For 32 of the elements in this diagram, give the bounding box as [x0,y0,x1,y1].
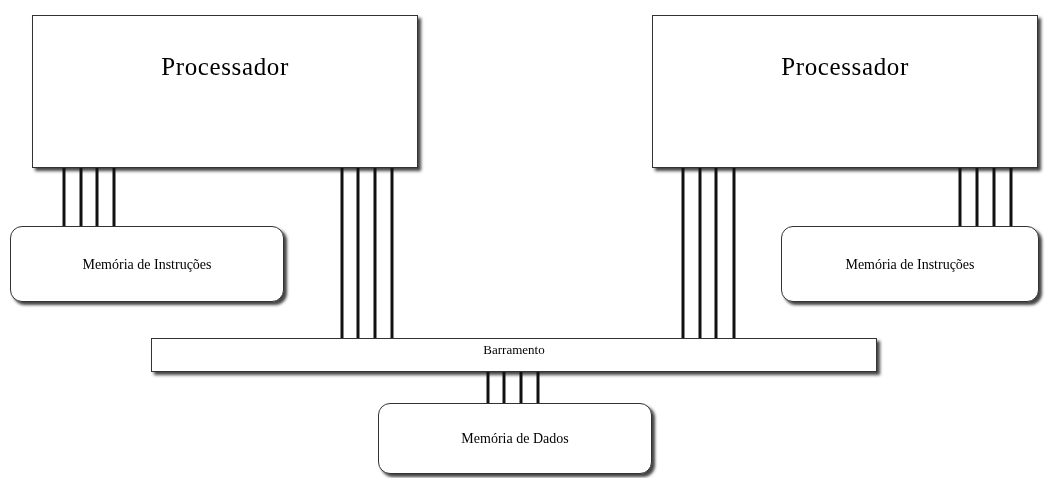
bus-line [992,168,996,226]
node-label: Processador [161,52,289,82]
bus-line [975,168,979,226]
bus-line [486,372,490,403]
bus-line [340,168,344,338]
bus-line [373,168,377,338]
memory-box [781,226,1039,302]
bus-line [79,168,83,226]
bus-line [95,168,99,226]
memory-box [10,226,284,302]
node-label: Processador [781,52,909,82]
bus-line [390,168,394,338]
node-label: Memória de Instruções [845,255,975,274]
bus-line [681,168,685,338]
node-label: Memória de Instruções [82,255,212,274]
node-label: Memória de Dados [461,430,569,448]
bus-line [1009,168,1013,226]
bus-line [536,372,540,403]
bus-bar [151,338,877,372]
node-label: Barramento [483,343,545,356]
memory-box [378,403,652,474]
bus-line [698,168,702,338]
bus-line [62,168,66,226]
processor-box [652,15,1038,168]
bus-line [112,168,116,226]
bus-line [714,168,718,338]
bus-line [958,168,962,226]
bus-line [356,168,360,338]
bus-line [732,168,736,338]
bus-line [519,372,523,403]
bus-line [502,372,506,403]
processor-box [32,15,418,168]
